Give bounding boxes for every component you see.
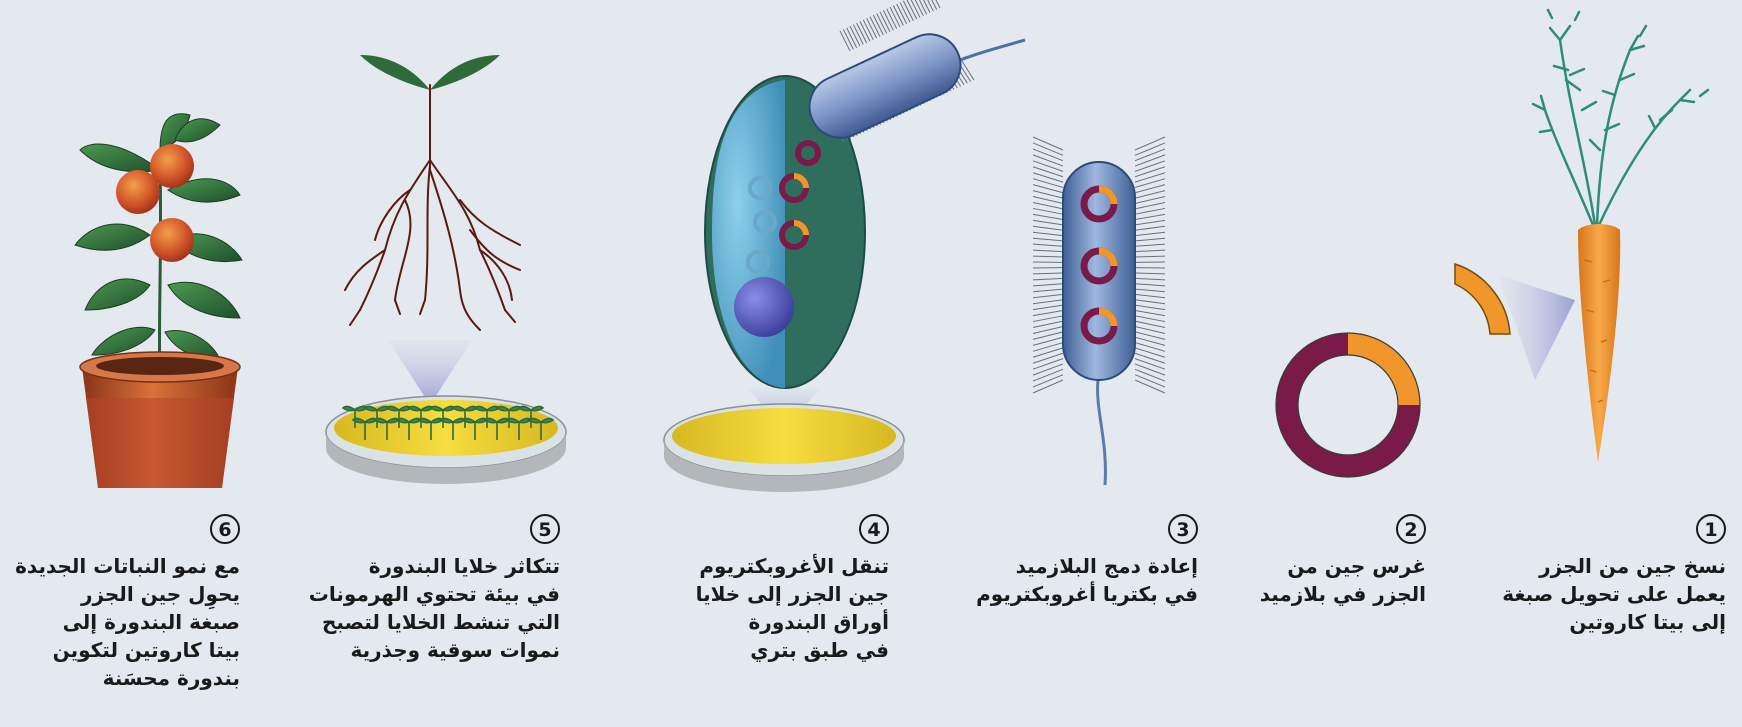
step-description: مع نمو النباتات الجديدة يحوِل جين الجزر … <box>15 554 240 690</box>
step-1: 1 نسخ جين من الجزر يعمل على تحويل صبغة إ… <box>1502 514 1726 636</box>
step-description: إعادة دمج البلازميد في بكتريا أغروبكتريو… <box>976 554 1198 606</box>
leaf-cell-illustration <box>663 0 1026 492</box>
transfer-beam <box>1498 275 1575 380</box>
gene-segment-icon <box>1454 262 1511 335</box>
zoom-beam <box>388 340 472 405</box>
step-number-badge: 5 <box>530 514 560 544</box>
step-description: تتكاثر خلايا البندورة في بيئة تحتوي الهر… <box>308 554 560 662</box>
step-3: 3 إعادة دمج البلازميد في بكتريا أغروبكتر… <box>976 514 1198 608</box>
step-number-badge: 1 <box>1696 514 1726 544</box>
step-5: 5 تتكاثر خلايا البندورة في بيئة تحتوي ال… <box>309 514 560 664</box>
step-2: 2 غرس جين من الجزر في بلازميد <box>1260 514 1426 608</box>
step-number-badge: 3 <box>1168 514 1198 544</box>
step-number-badge: 2 <box>1396 514 1426 544</box>
step-number-badge: 4 <box>859 514 889 544</box>
step-number-badge: 6 <box>210 514 240 544</box>
step-4: 4 تنقل الأغروبكتريوم جين الجزر إلى خلايا… <box>696 514 889 664</box>
step-description: نسخ جين من الجزر يعمل على تحويل صبغة إلى… <box>1502 554 1726 634</box>
step-6: 6 مع نمو النباتات الجديدة يحوِل جين الجز… <box>15 514 240 692</box>
bacterium-illustration <box>1032 136 1166 486</box>
tomato-plant-illustration <box>74 113 243 488</box>
petri-dish-illustration <box>325 55 567 484</box>
plasmid-ring-illustration <box>1275 332 1421 478</box>
step-description: غرس جين من الجزر في بلازميد <box>1259 554 1426 606</box>
carrot-illustration <box>1454 8 1710 462</box>
step-description: تنقل الأغروبكتريوم جين الجزر إلى خلايا أ… <box>695 554 889 662</box>
